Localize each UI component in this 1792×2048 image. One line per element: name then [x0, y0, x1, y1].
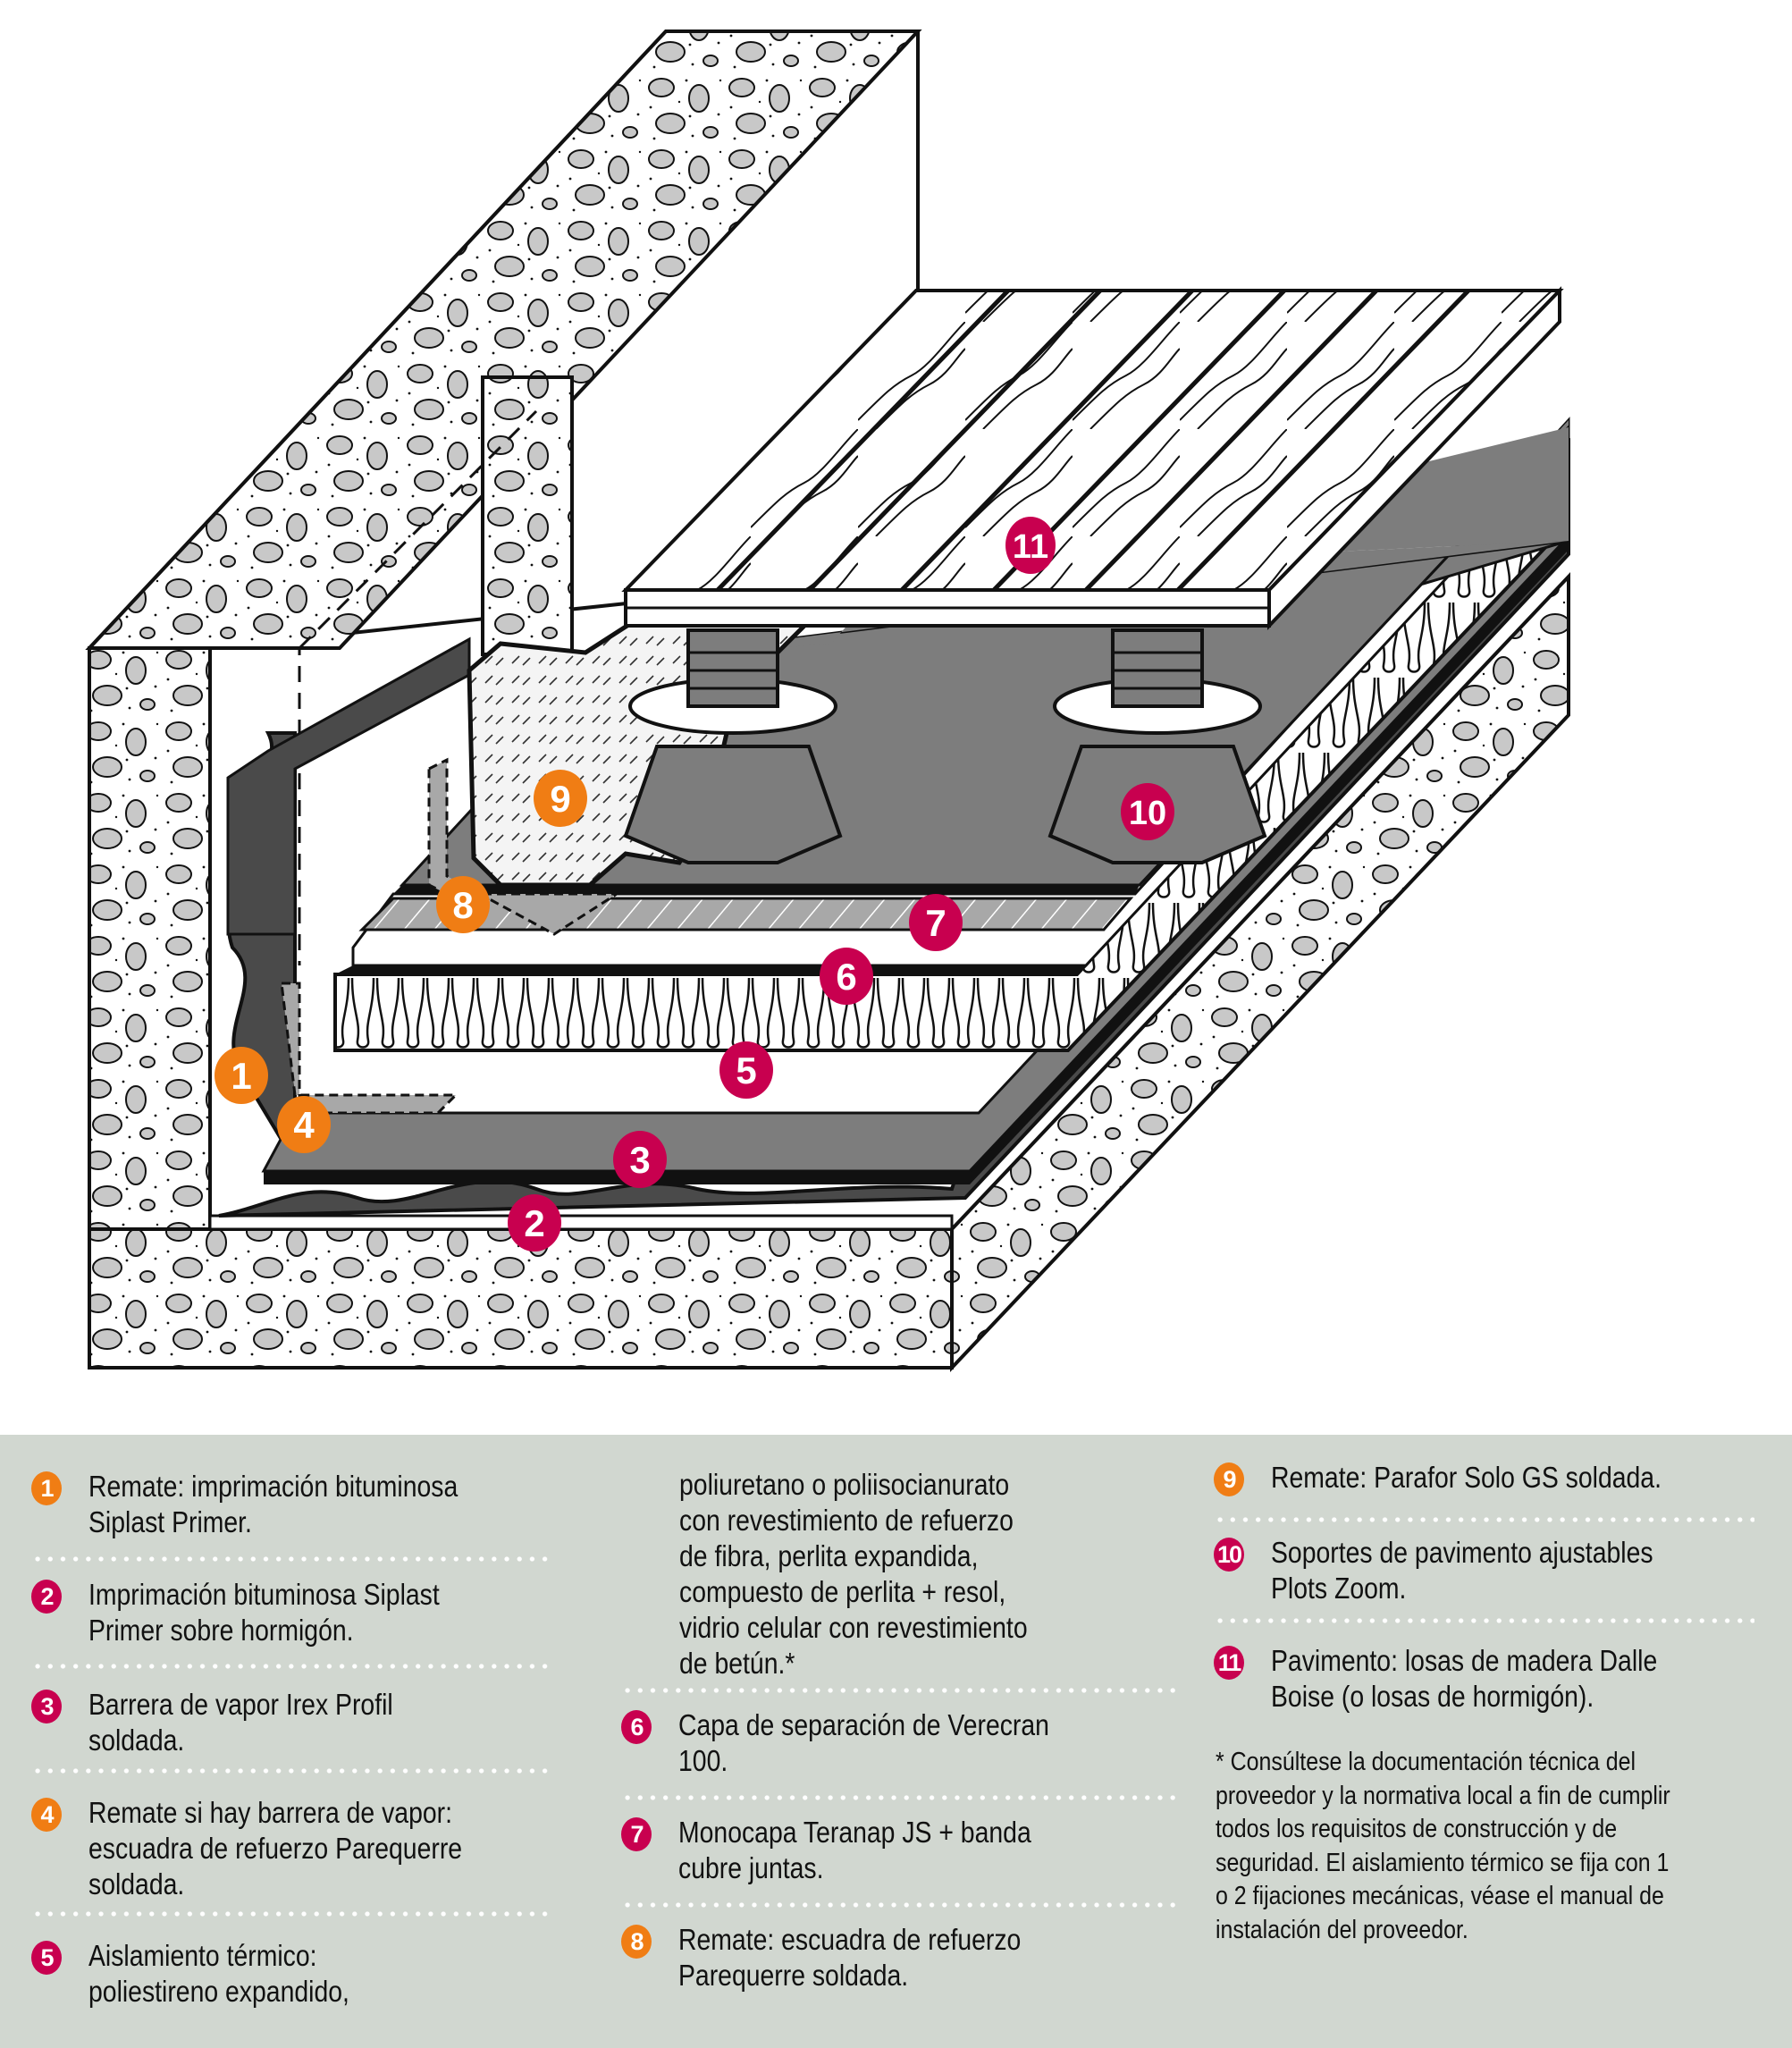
svg-text:7: 7 — [925, 902, 946, 944]
badge-5: 5 — [31, 1941, 62, 1975]
badge-4: 4 — [31, 1798, 62, 1832]
badge-2: 2 — [31, 1580, 62, 1614]
badge-11: 11 — [1214, 1646, 1244, 1680]
vapour-barrier-corner-reinforcement — [280, 982, 459, 1115]
callout-11: 11 — [1005, 517, 1056, 574]
legend-item-5-continued: poliuretano o poliisocianurato con reves… — [679, 1468, 1028, 1680]
callout-10: 10 — [1121, 783, 1174, 840]
svg-text:6: 6 — [836, 956, 856, 998]
svg-text:4: 4 — [293, 1104, 315, 1146]
svg-text:10: 10 — [1129, 795, 1166, 832]
callout-6: 6 — [820, 948, 873, 1005]
divider — [31, 1556, 554, 1562]
badge-8: 8 — [621, 1925, 652, 1959]
svg-text:8: 8 — [452, 884, 473, 926]
callout-4: 4 — [277, 1096, 331, 1153]
badge-6: 6 — [621, 1710, 652, 1744]
divider — [621, 1688, 1175, 1693]
svg-text:1: 1 — [231, 1055, 251, 1097]
svg-text:3: 3 — [629, 1139, 650, 1181]
svg-text:5: 5 — [736, 1049, 756, 1091]
badge-9: 9 — [1214, 1462, 1244, 1496]
badge-10: 10 — [1214, 1538, 1244, 1572]
divider — [621, 1795, 1175, 1800]
callout-7: 7 — [909, 894, 963, 951]
svg-text:2: 2 — [524, 1202, 544, 1244]
badge-1: 1 — [31, 1471, 62, 1505]
divider — [621, 1902, 1175, 1908]
badge-3: 3 — [31, 1690, 62, 1724]
callout-5: 5 — [719, 1041, 773, 1099]
wood-deck — [621, 286, 1564, 630]
svg-text:11: 11 — [1013, 528, 1048, 566]
callout-3: 3 — [613, 1131, 667, 1188]
roof-section-diagram: 1 2 3 4 5 6 7 8 9 10 11 — [85, 29, 1570, 1373]
upstand-membrane — [226, 636, 471, 936]
membrane-corner-reinforcement — [427, 757, 622, 936]
callout-9: 9 — [534, 770, 587, 827]
divider — [31, 1768, 554, 1774]
concrete-slab — [88, 571, 1570, 1373]
callout-8: 8 — [436, 876, 490, 933]
legend-item-4: 4 Remate si hay barrera de vapor:escuadr… — [31, 1795, 523, 1902]
parapet-wall — [85, 29, 922, 1370]
legend-item-9: 9 Remate: Parafor Solo GS soldada. — [1214, 1460, 1725, 1496]
footnote: * Consúltese la documentación técnica de… — [1216, 1748, 1670, 1944]
divider — [1214, 1618, 1754, 1623]
svg-text:9: 9 — [550, 778, 570, 820]
divider — [1214, 1517, 1754, 1522]
callout-1: 1 — [215, 1047, 268, 1104]
pedestal-1 — [623, 628, 843, 864]
callout-2: 2 — [508, 1194, 561, 1252]
divider — [31, 1664, 554, 1669]
divider — [31, 1911, 554, 1917]
badge-7: 7 — [621, 1817, 652, 1851]
legend-item-5: 5 Aislamiento térmico:poliestireno expan… — [31, 1938, 391, 2010]
